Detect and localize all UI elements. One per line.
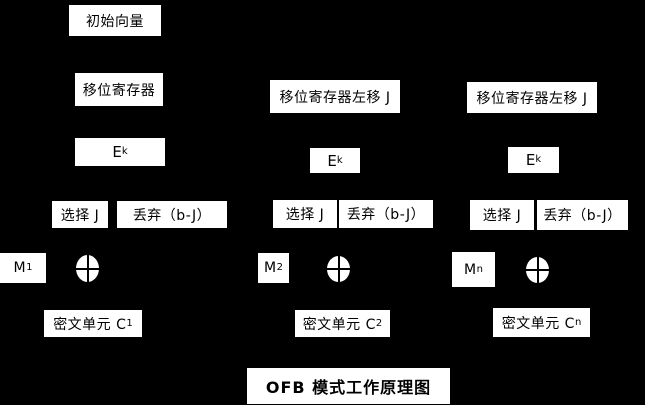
ek-label: E [525, 151, 536, 169]
m2-label: M [264, 260, 277, 276]
c1-label: 密文单元 C [53, 316, 127, 333]
cn-label: 密文单元 C [501, 315, 575, 332]
select-j-box-1: 选择 J [52, 201, 108, 228]
mn-label: M [464, 261, 477, 278]
ek-label: E [327, 151, 337, 170]
xor-icon-2 [327, 256, 350, 282]
init-vector-box: 初始向量 [69, 5, 161, 36]
shift-register-box-1: 移位寄存器 [75, 73, 163, 106]
diagram-title: OFB 模式工作原理图 [247, 368, 450, 404]
select-j-box-3: 选择 J [470, 200, 534, 230]
shift-register-box-2: 移位寄存器左移 J [270, 80, 400, 113]
select-j-box-2: 选择 J [273, 200, 337, 228]
discard-box-2: 丢弃（b-J） [339, 200, 433, 228]
ek-label: E [112, 143, 122, 161]
xor-icon-1 [76, 255, 99, 282]
discard-box-1: 丢弃（b-J） [117, 201, 227, 228]
discard-box-3: 丢弃（b-J） [537, 200, 628, 230]
shift-register-box-3: 移位寄存器左移 J [467, 82, 597, 113]
xor-icon-3 [526, 257, 549, 283]
c2-label: 密文单元 C [302, 316, 376, 333]
m1-label: M [13, 260, 27, 276]
